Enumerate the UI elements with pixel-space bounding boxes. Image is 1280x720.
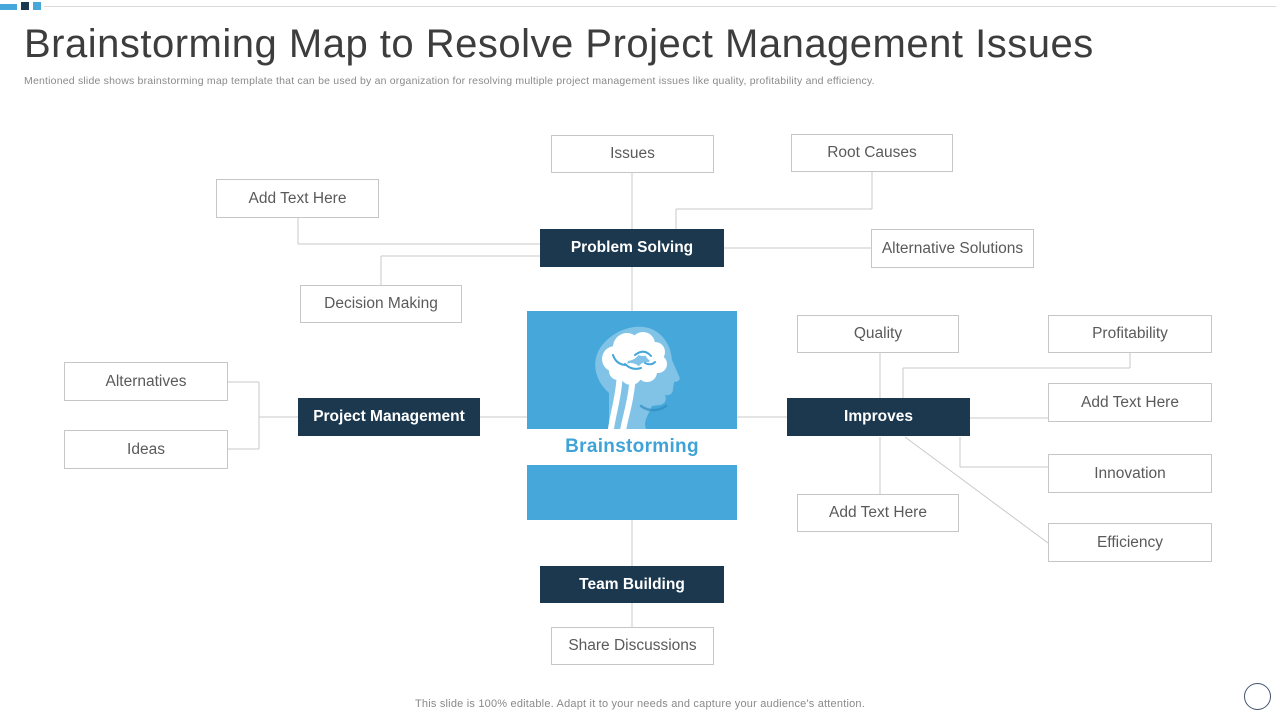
deco-accent-bar (0, 4, 17, 10)
page-subtitle: Mentioned slide shows brainstorming map … (24, 75, 875, 87)
node-add-text-right: Add Text Here (1048, 383, 1212, 422)
deco-navy-square (21, 2, 29, 10)
node-label: Ideas (127, 440, 165, 458)
node-label: Alternative Solutions (881, 239, 1024, 257)
node-ideas: Ideas (64, 430, 228, 469)
center-graphic-base (527, 465, 737, 520)
node-efficiency: Efficiency (1048, 523, 1212, 562)
deco-blue-square (33, 2, 41, 10)
node-profitability: Profitability (1048, 315, 1212, 353)
center-title: Brainstorming (527, 429, 737, 465)
node-label: Alternatives (105, 372, 187, 390)
node-add-text-top: Add Text Here (216, 179, 379, 218)
node-label: Quality (853, 325, 903, 342)
node-label: Add Text Here (248, 189, 347, 207)
hub-label: Team Building (579, 575, 685, 593)
node-alternative-solutions: Alternative Solutions (871, 229, 1034, 268)
node-label: Add Text Here (1081, 393, 1179, 411)
node-label: Share Discussions (568, 637, 697, 654)
node-root-causes: Root Causes (791, 134, 953, 172)
brainstorming-head-icon (595, 326, 680, 429)
hub-improves: Improves (787, 398, 970, 436)
center-graphic (527, 311, 737, 429)
node-label: Decision Making (324, 295, 438, 312)
node-label: Issues (610, 145, 655, 162)
node-add-text-bottom: Add Text Here (797, 494, 959, 532)
node-label: Root Causes (827, 144, 917, 161)
node-quality: Quality (797, 315, 959, 353)
hub-label: Project Management (313, 408, 465, 425)
footer-note: This slide is 100% editable. Adapt it to… (415, 698, 865, 710)
hub-label: Problem Solving (570, 239, 694, 256)
node-share-discussions: Share Discussions (551, 627, 714, 665)
node-label: Efficiency (1096, 533, 1164, 551)
header-divider (44, 6, 1276, 7)
node-label: Profitability (1092, 325, 1168, 342)
node-label: Innovation (1094, 464, 1166, 482)
hub-team-building: Team Building (540, 566, 724, 603)
node-decision-making: Decision Making (300, 285, 462, 323)
hub-problem-solving: Problem Solving (540, 229, 724, 267)
corner-circle (1244, 683, 1271, 710)
node-issues: Issues (551, 135, 714, 173)
node-innovation: Innovation (1048, 454, 1212, 493)
node-alternatives: Alternatives (64, 362, 228, 401)
hub-label: Improves (844, 408, 913, 425)
hub-project-management: Project Management (298, 398, 480, 436)
node-label: Add Text Here (829, 504, 927, 521)
page-title: Brainstorming Map to Resolve Project Man… (24, 22, 1094, 66)
